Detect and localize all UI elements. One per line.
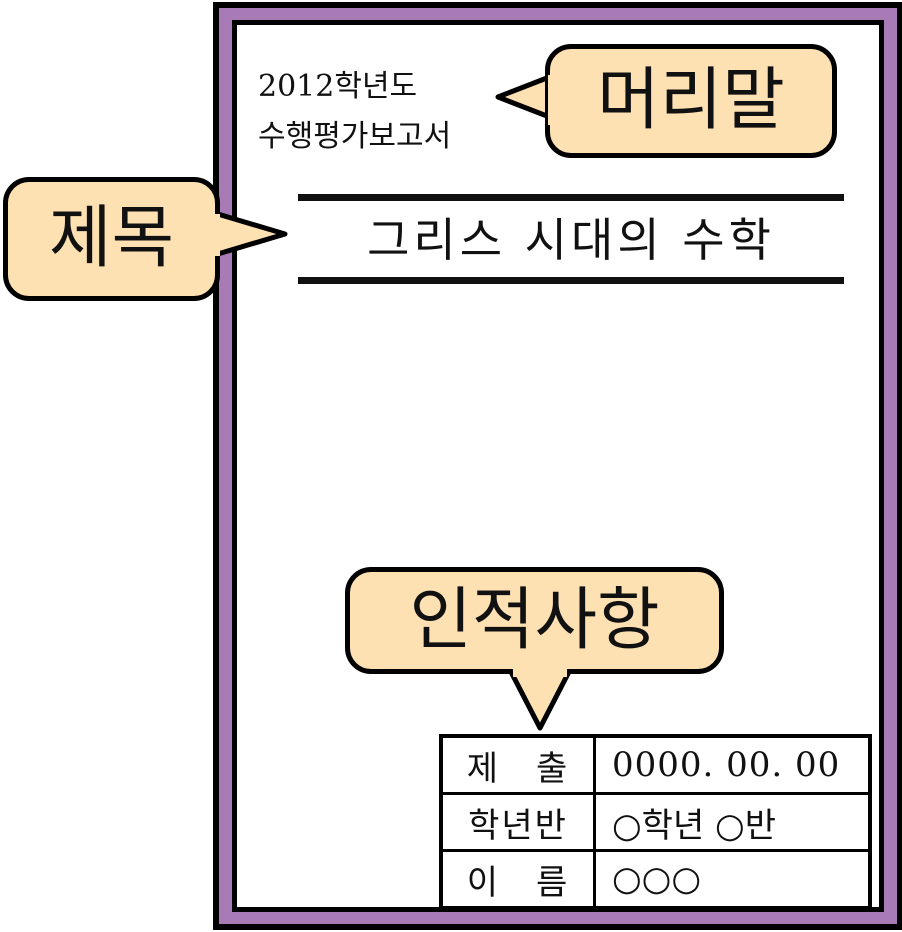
info-callout-bubble: 인적사항 <box>345 567 724 674</box>
grade-class-value: ○학년 ○반 <box>593 792 872 852</box>
header-year-line: 2012학년도 <box>258 69 418 104</box>
report-header: 2012학년도 수행평가보고서 <box>258 62 451 162</box>
name-value: ○○○ <box>593 849 872 910</box>
header-report-line: 수행평가보고서 <box>258 119 452 154</box>
table-row-name: 이 름 ○○○ <box>439 849 872 910</box>
submit-date-value: 0000. 00. 00 <box>593 734 872 795</box>
table-row-submit-date: 제 출 0000. 00. 00 <box>439 734 872 795</box>
header-callout-tail-join <box>548 75 568 125</box>
header-callout-bubble: 머리말 <box>545 44 837 158</box>
name-label: 이 름 <box>439 849 596 910</box>
table-row-grade-class: 학년반 ○학년 ○반 <box>439 792 872 852</box>
submit-date-label: 제 출 <box>439 734 596 795</box>
title-callout-tail-join <box>200 214 220 256</box>
info-callout-tail-join <box>513 663 567 677</box>
grade-class-label: 학년반 <box>439 792 596 852</box>
header-callout-label: 머리말 <box>597 61 785 140</box>
title-top-rule <box>298 194 844 201</box>
title-bottom-rule <box>298 277 844 284</box>
title-callout-label: 제목 <box>48 199 175 278</box>
title-callout-bubble: 제목 <box>3 177 220 301</box>
personal-info-table: 제 출 0000. 00. 00 학년반 ○학년 ○반 이 름 ○○○ <box>439 734 872 910</box>
info-callout-label: 인적사항 <box>409 581 660 660</box>
report-title: 그리스 시대의 수학 <box>367 213 775 267</box>
